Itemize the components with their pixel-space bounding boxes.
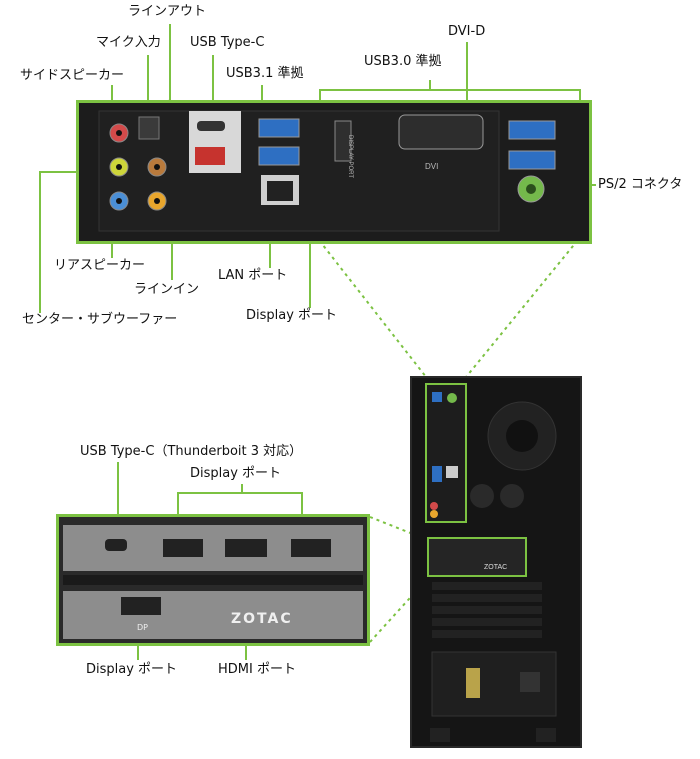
- dvi-mark: DVI: [425, 162, 438, 171]
- gpu-panel-drawing: [59, 517, 367, 643]
- label-line-out: ラインアウト: [128, 4, 207, 19]
- label-hdmi: HDMI ポート: [218, 662, 296, 677]
- case-brand: ZOTAC: [484, 564, 508, 571]
- gpu-brand: ZOTAC: [231, 611, 293, 627]
- label-side-speaker: サイドスピーカー: [20, 68, 125, 83]
- label-line-in: ラインイン: [134, 282, 200, 297]
- audio-jacks: [109, 116, 167, 211]
- label-usb31: USB3.1 準拠: [226, 66, 304, 81]
- gpu-io-panel: DP ZOTAC: [56, 514, 370, 646]
- case-drawing: [425, 383, 557, 742]
- label-dvi-d: DVI-D: [448, 24, 486, 39]
- label-displayport: Display ポート: [246, 308, 338, 323]
- label-ps2: PS/2 コネクタ: [598, 177, 683, 192]
- label-mic-in: マイク入力: [96, 35, 161, 50]
- label-usb-type-c: USB Type-C: [190, 35, 265, 50]
- dp-port-mark: DISPLAY PORT: [347, 135, 353, 178]
- label-displayport-bottom: Display ポート: [86, 662, 178, 677]
- pc-case: ZOTAC: [410, 376, 582, 748]
- gpu-dp-mark: DP: [137, 623, 148, 632]
- rear-io-panel: DISPLAY PORT DVI: [76, 100, 592, 244]
- io-panel-drawing: DISPLAY PORT DVI: [79, 103, 589, 241]
- label-center-sub: センター・サブウーファー: [22, 312, 178, 327]
- label-usb-c-tb3: USB Type-C（Thunderboit 3 対応）: [80, 444, 303, 459]
- label-lan: LAN ポート: [218, 268, 288, 283]
- label-rear-speaker: リアスピーカー: [54, 258, 146, 273]
- label-displayport-top: Display ポート: [190, 466, 282, 481]
- label-usb30: USB3.0 準拠: [364, 54, 442, 69]
